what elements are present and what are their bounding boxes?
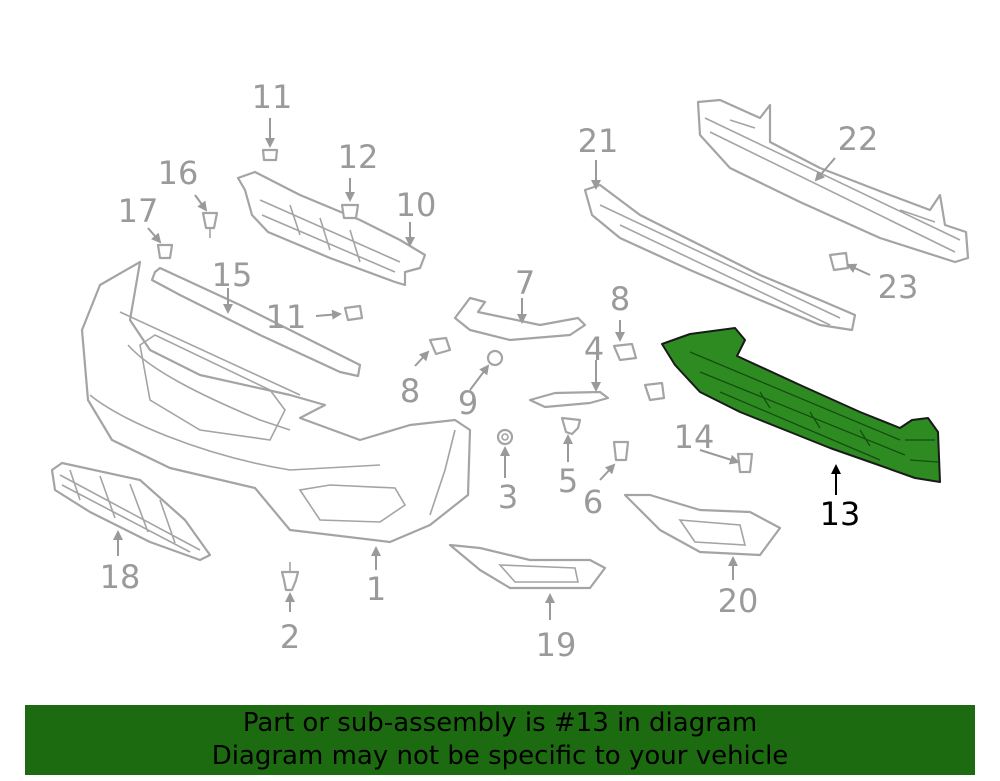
bezel-19: [448, 543, 607, 590]
callout-19: 19: [536, 626, 577, 664]
callout-12: 12: [338, 138, 379, 176]
callout-6: 6: [583, 483, 603, 521]
callout-5: 5: [558, 462, 578, 500]
bumper-beam-22: [696, 98, 970, 264]
lower-grille-18: [50, 461, 212, 562]
parts-diagram: 1 2 3 4 5 6 7 8 8 9 10 11 11 12 13 14 15…: [50, 78, 970, 664]
banner-line-1: Part or sub-assembly is #13 in diagram: [242, 708, 758, 738]
callout-17: 17: [118, 192, 159, 230]
callout-10: 10: [396, 186, 437, 224]
absorber-21: [583, 183, 857, 332]
leader-lines: [113, 118, 871, 620]
callout-9: 9: [458, 384, 478, 422]
bolt-11-top: [261, 148, 279, 162]
callout-21: 21: [578, 122, 619, 160]
lower-absorber-13: [661, 327, 941, 483]
bolt-23: [828, 251, 850, 272]
callout-labels: 1 2 3 4 5 6 7 8 8 9 10 11 11 12 13 14 15…: [100, 78, 919, 664]
clip-6: [612, 440, 630, 462]
callout-7: 7: [515, 264, 535, 302]
banner-line-2: Diagram may not be specific to your vehi…: [211, 741, 789, 771]
grille-10: [236, 170, 427, 287]
callout-1: 1: [366, 570, 386, 608]
callout-2: 2: [280, 618, 300, 656]
bumper-cover: [80, 260, 472, 544]
bolt-5: [560, 416, 582, 436]
clip-9: [486, 349, 504, 367]
callout-4: 4: [584, 330, 604, 368]
strip-15: [150, 266, 362, 378]
clip-12: [340, 203, 360, 220]
callout-16: 16: [158, 154, 199, 192]
bezel-20: [623, 493, 782, 557]
clip-2: [280, 562, 300, 592]
clip-14: [736, 452, 754, 474]
callout-8b: 8: [610, 280, 630, 318]
callout-8a: 8: [400, 372, 420, 410]
callout-11b: 11: [266, 298, 307, 336]
bracket-4: [528, 390, 610, 409]
callout-22: 22: [838, 120, 879, 158]
bolt-14: [643, 381, 666, 402]
callout-20: 20: [718, 582, 759, 620]
clip-17: [156, 243, 174, 260]
callout-18: 18: [100, 558, 141, 596]
bolt-11-mid: [343, 304, 364, 322]
info-banner: Part or sub-assembly is #13 in diagram D…: [25, 705, 975, 775]
bolt-16: [201, 211, 219, 238]
callout-11a: 11: [252, 78, 293, 116]
callout-15: 15: [212, 256, 253, 294]
callout-14: 14: [674, 418, 715, 456]
bracket-7: [453, 296, 587, 342]
clip-3: [496, 428, 514, 446]
bolt-8-right: [612, 342, 638, 362]
callout-13: 13: [820, 495, 861, 533]
callout-3: 3: [498, 478, 518, 516]
callout-23: 23: [878, 268, 919, 306]
bolt-8-left: [428, 336, 452, 356]
